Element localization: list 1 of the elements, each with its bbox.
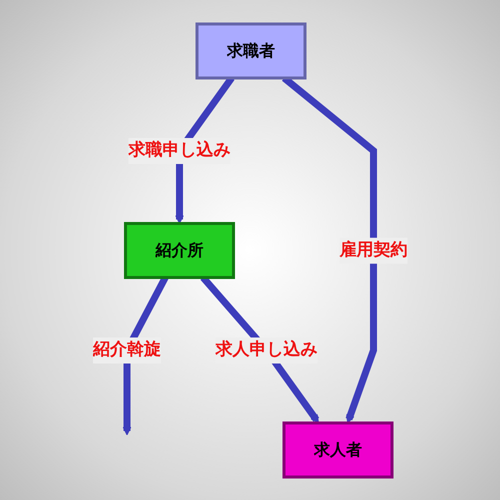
edge-label: 雇用契約 [339, 239, 408, 260]
